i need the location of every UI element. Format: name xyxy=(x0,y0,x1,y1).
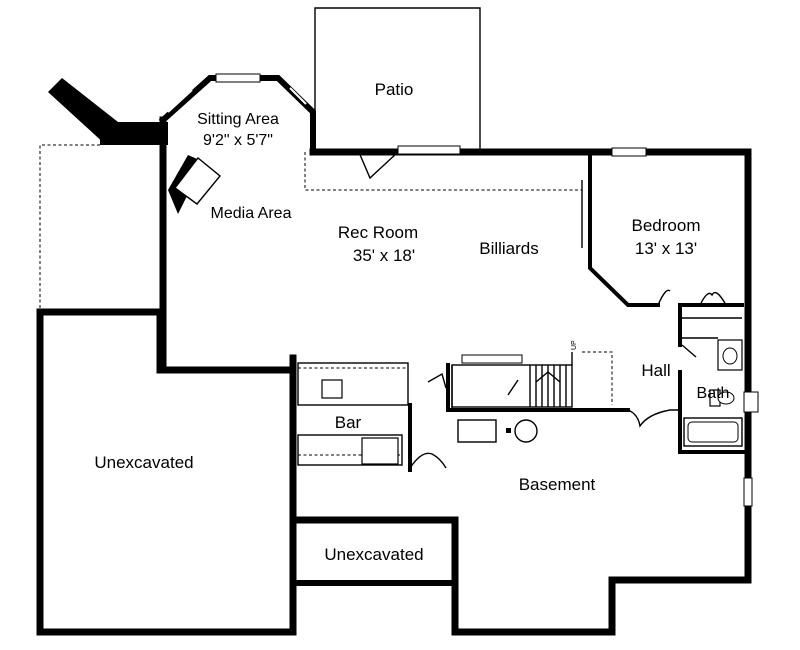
bar-counters xyxy=(297,362,409,466)
label-bedroom-dims: 13' x 13' xyxy=(635,239,697,258)
windows xyxy=(167,73,759,507)
label-media-area: Media Area xyxy=(211,205,292,222)
label-rec-room: Rec Room xyxy=(338,223,418,242)
label-billiards: Billiards xyxy=(479,239,539,258)
stairs: UP xyxy=(451,340,578,408)
interior-walls xyxy=(408,150,747,472)
label-unexcavated-small: Unexcavated xyxy=(324,545,423,564)
label-basement: Basement xyxy=(519,475,596,494)
label-rec-room-dims: 35' x 18' xyxy=(353,246,415,265)
label-bath: Bath xyxy=(697,385,730,402)
label-sitting-area-dims: 9'2" x 5'7" xyxy=(203,132,273,149)
doors xyxy=(357,145,461,389)
label-unexcavated-large: Unexcavated xyxy=(94,453,193,472)
bath-fixtures xyxy=(683,339,743,447)
label-patio: Patio xyxy=(375,80,414,99)
room-labels: Patio Sitting Area 9'2" x 5'7" Media Are… xyxy=(94,80,729,564)
patio-area xyxy=(314,7,481,150)
basement-equipment xyxy=(457,419,538,443)
dashed-outlines xyxy=(39,144,613,405)
label-sitting-area: Sitting Area xyxy=(197,111,279,128)
chimney xyxy=(48,78,168,145)
label-hall: Hall xyxy=(641,361,670,380)
stairs-up-label: UP xyxy=(571,340,578,350)
media-cabinet xyxy=(168,155,221,214)
label-bar: Bar xyxy=(335,413,362,432)
label-bedroom: Bedroom xyxy=(632,216,701,235)
